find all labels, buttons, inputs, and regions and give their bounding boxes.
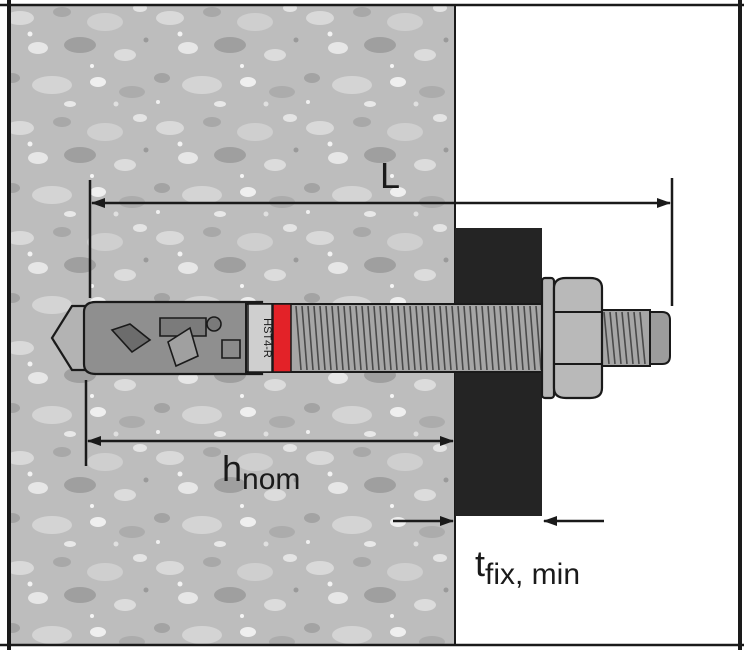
clip-slot-lower (110, 323, 152, 354)
thread-line (319, 305, 326, 371)
thread-line (301, 305, 308, 371)
thread-line (603, 311, 610, 365)
thread-line (511, 305, 518, 371)
thread-line (337, 305, 344, 371)
clip-slot-upper (159, 317, 207, 337)
thread-line (439, 305, 446, 371)
thread-line (621, 311, 628, 365)
hex-nut (552, 276, 604, 400)
anchor-marking-text: HST4-R (261, 318, 273, 358)
label-L: L (380, 155, 400, 196)
thread-line (397, 305, 404, 371)
thread-line (639, 311, 646, 365)
thread-line (403, 305, 410, 371)
thread-line (295, 305, 302, 371)
thread-line (627, 311, 634, 365)
thread-line (633, 311, 640, 365)
thread-line (391, 305, 398, 371)
anchor-marking-band (272, 303, 292, 373)
thread-line (475, 305, 482, 371)
thread-line (331, 305, 338, 371)
thread-line (307, 305, 314, 371)
thread-line (373, 305, 380, 371)
clip-slot-mid (167, 326, 199, 368)
thread-line (493, 305, 500, 371)
thread-line (385, 305, 392, 371)
thread-line (487, 305, 494, 371)
label-h-nom-main: h (222, 448, 242, 489)
thread-lines (295, 305, 646, 371)
label-tfix-subscript: fix, min (485, 558, 580, 591)
washer (540, 276, 556, 400)
clip-rivet (206, 316, 222, 332)
clip-notch (221, 339, 241, 359)
thread-line (451, 305, 458, 371)
label-h-nom: hnom (222, 448, 300, 496)
label-tfix-main: t (475, 543, 485, 584)
thread-line (517, 305, 524, 371)
thread-line (481, 305, 488, 371)
thread-line (355, 305, 362, 371)
thread-line (415, 305, 422, 371)
anchor-marking-plate (247, 303, 273, 373)
thread-line (469, 305, 476, 371)
thread-line (535, 305, 542, 371)
thread-line (325, 305, 332, 371)
thread-line (409, 305, 416, 371)
thread-line (367, 305, 374, 371)
thread-line (609, 311, 616, 365)
thread-line (529, 305, 536, 371)
thread-line (505, 305, 512, 371)
label-h-nom-subscript: nom (242, 463, 300, 496)
thread-line (615, 311, 622, 365)
thread-line (433, 305, 440, 371)
thread-line (523, 305, 530, 371)
thread-line (349, 305, 356, 371)
thread-line (427, 305, 434, 371)
thread-line (499, 305, 506, 371)
thread-line (421, 305, 428, 371)
thread-line (313, 305, 320, 371)
anchor-bolt-end (649, 311, 671, 365)
thread-line (457, 305, 464, 371)
thread-line (445, 305, 452, 371)
label-tfix-min: tfix, min (475, 543, 580, 591)
thread-line (379, 305, 386, 371)
thread-line (343, 305, 350, 371)
thread-line (463, 305, 470, 371)
thread-line (361, 305, 368, 371)
